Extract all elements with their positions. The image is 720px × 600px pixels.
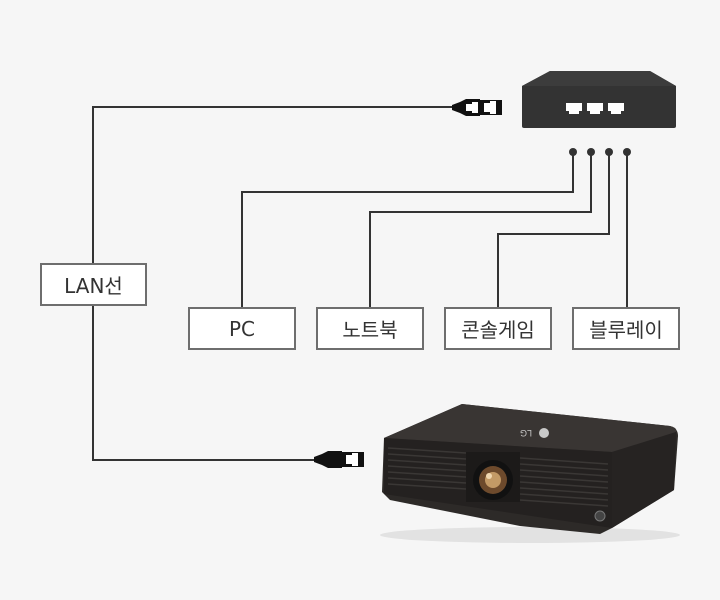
svg-text:LG: LG <box>520 428 532 438</box>
device-label-laptop: 노트북 <box>316 307 424 350</box>
network-hub-icon <box>522 71 676 128</box>
port-dot-4 <box>623 148 631 156</box>
device-label-console: 콘솔게임 <box>444 307 552 350</box>
wire-console <box>497 152 610 308</box>
device-label-pc: PC <box>188 307 296 350</box>
projector-icon: LG <box>380 404 680 543</box>
wire-laptop <box>369 152 592 308</box>
port-dot-1 <box>569 148 577 156</box>
lan-cable-wire <box>92 106 460 461</box>
rj45-plug-icon-top <box>452 99 502 116</box>
port-dot-3 <box>605 148 613 156</box>
lg-logo-icon: LG <box>520 428 549 438</box>
port-dot-2 <box>587 148 595 156</box>
wire-pc <box>241 152 574 308</box>
rj45-plug-icon-bottom <box>314 451 364 468</box>
hub-port-icons <box>566 103 624 114</box>
lan-cable-label: LAN선 <box>40 263 147 306</box>
device-label-bluray: 블루레이 <box>572 307 680 350</box>
